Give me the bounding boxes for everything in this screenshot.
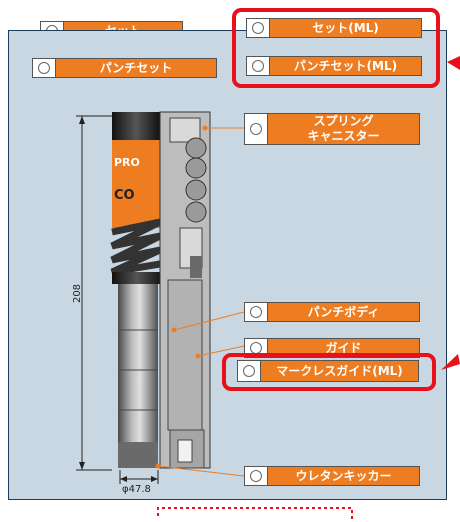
tag-set-ml[interactable]: セット(ML) [246,18,422,38]
tag-urethane-kicker-label: ウレタンキッカー [268,467,419,485]
logo-co: CO [114,188,135,203]
tag-punch-set[interactable]: パンチセット [32,58,217,78]
highlight-box-ml-sets [232,8,440,88]
tag-punch-body-label: パンチボディ [268,303,419,321]
radio-icon[interactable] [245,303,268,321]
diameter-dimension-label: φ47.8 [122,484,151,495]
tag-markless-guide-ml-label: マークレスガイド(ML) [261,361,418,381]
tag-punch-body[interactable]: パンチボディ [244,302,420,322]
radio-icon[interactable] [247,57,270,75]
tag-guide-label: ガイド [268,339,419,357]
tag-punch-set-label: パンチセット [56,59,216,77]
radio-icon[interactable] [247,19,270,37]
diagram-panel [8,30,447,500]
radio-icon[interactable] [245,114,268,144]
logo-pro: PRO [114,156,140,169]
radio-icon[interactable] [238,361,261,381]
highlight-box-markless-guide [222,353,436,391]
tag-set-ml-label: セット(ML) [270,19,421,37]
height-dimension-label: 208 [72,283,84,304]
radio-icon[interactable] [245,467,268,485]
tag-markless-guide-ml[interactable]: マークレスガイド(ML) [237,360,419,382]
tag-punch-set-ml-label: パンチセット(ML) [270,57,421,75]
tag-punch-set-ml[interactable]: パンチセット(ML) [246,56,422,76]
radio-icon[interactable] [33,59,56,77]
tag-spring-canister[interactable]: スプリング キャニスター [244,113,420,145]
tag-urethane-kicker[interactable]: ウレタンキッカー [244,466,420,486]
tag-spring-canister-label: スプリング キャニスター [268,114,419,144]
